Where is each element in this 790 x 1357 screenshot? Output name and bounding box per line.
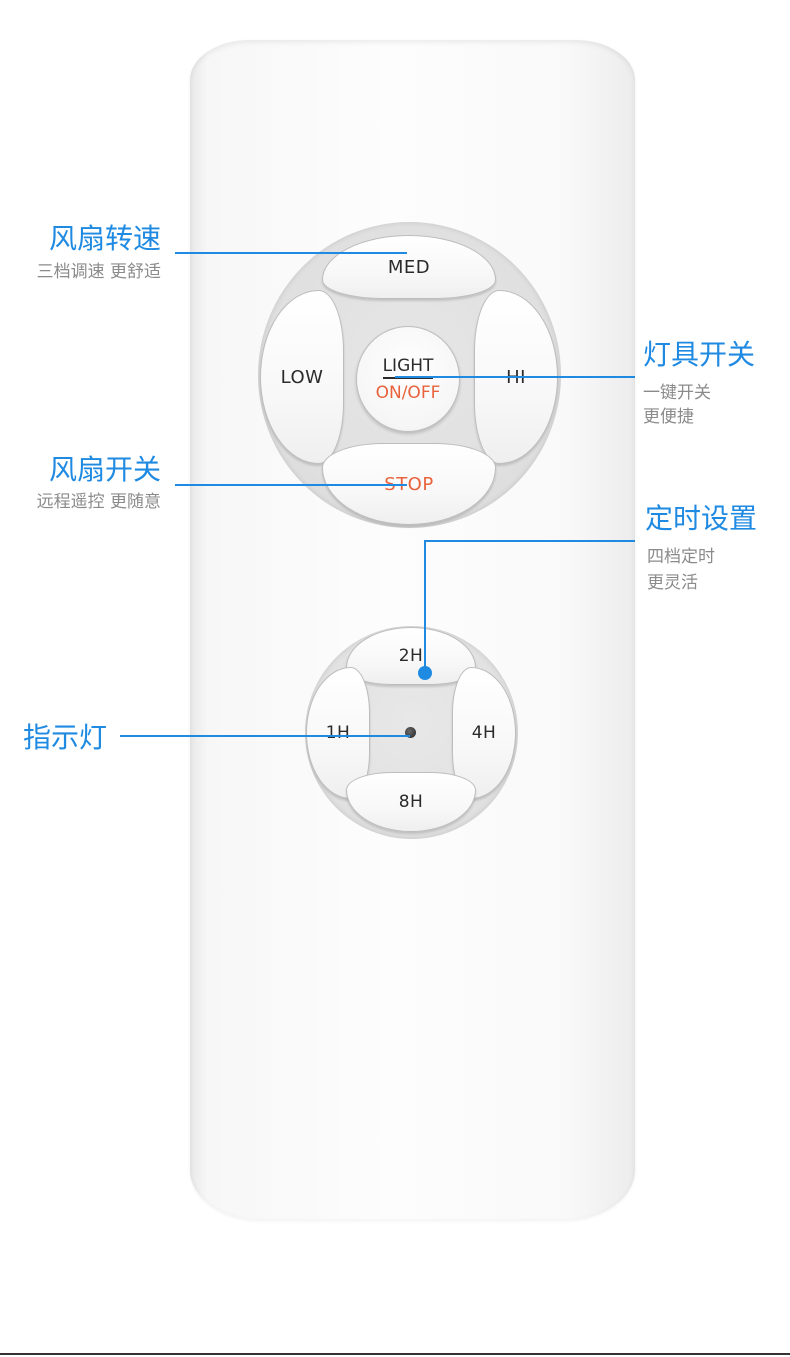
- fan-switch-callout-line: [175, 484, 407, 486]
- light-switch-subtitle-1: 一键开关: [643, 383, 711, 403]
- low-label: LOW: [280, 366, 324, 388]
- timer-4h-label: 4H: [471, 723, 497, 743]
- timer-2h-label: 2H: [398, 646, 424, 666]
- light-switch-callout-line: [395, 376, 635, 378]
- light-on-off-button: LIGHT ON/OFF: [356, 326, 460, 432]
- med-label: MED: [387, 256, 431, 278]
- stop-label: STOP: [384, 473, 434, 495]
- light-switch-title: 灯具开关: [643, 338, 756, 371]
- timer-subtitle-1: 四档定时: [647, 547, 715, 567]
- timer-1h-label: 1H: [325, 723, 351, 743]
- timer-subtitle-2: 更灵活: [647, 573, 698, 593]
- indicator-title: 指示灯: [23, 721, 108, 754]
- bottom-divider: [0, 1353, 790, 1355]
- timer-callout-dot: [418, 666, 432, 680]
- fan-switch-subtitle: 远程遥控 更随意: [36, 492, 161, 512]
- timer-8h-label: 8H: [398, 792, 424, 812]
- light-switch-subtitle-2: 更便捷: [643, 407, 694, 427]
- timer-title: 定时设置: [645, 502, 758, 535]
- indicator-led: [405, 727, 416, 738]
- fan-speed-callout-line: [175, 252, 407, 254]
- timer-2h-button: 2H: [346, 627, 476, 685]
- low-button: LOW: [260, 290, 344, 464]
- fan-speed-title: 风扇转速: [48, 222, 161, 255]
- on-off-label: ON/OFF: [375, 382, 441, 403]
- fan-switch-title: 风扇开关: [48, 453, 161, 486]
- fan-speed-subtitle: 三档调速 更舒适: [36, 262, 161, 282]
- timer-callout-line-v: [424, 540, 426, 670]
- timer-callout-line-h: [425, 540, 635, 542]
- indicator-callout-line: [120, 735, 410, 737]
